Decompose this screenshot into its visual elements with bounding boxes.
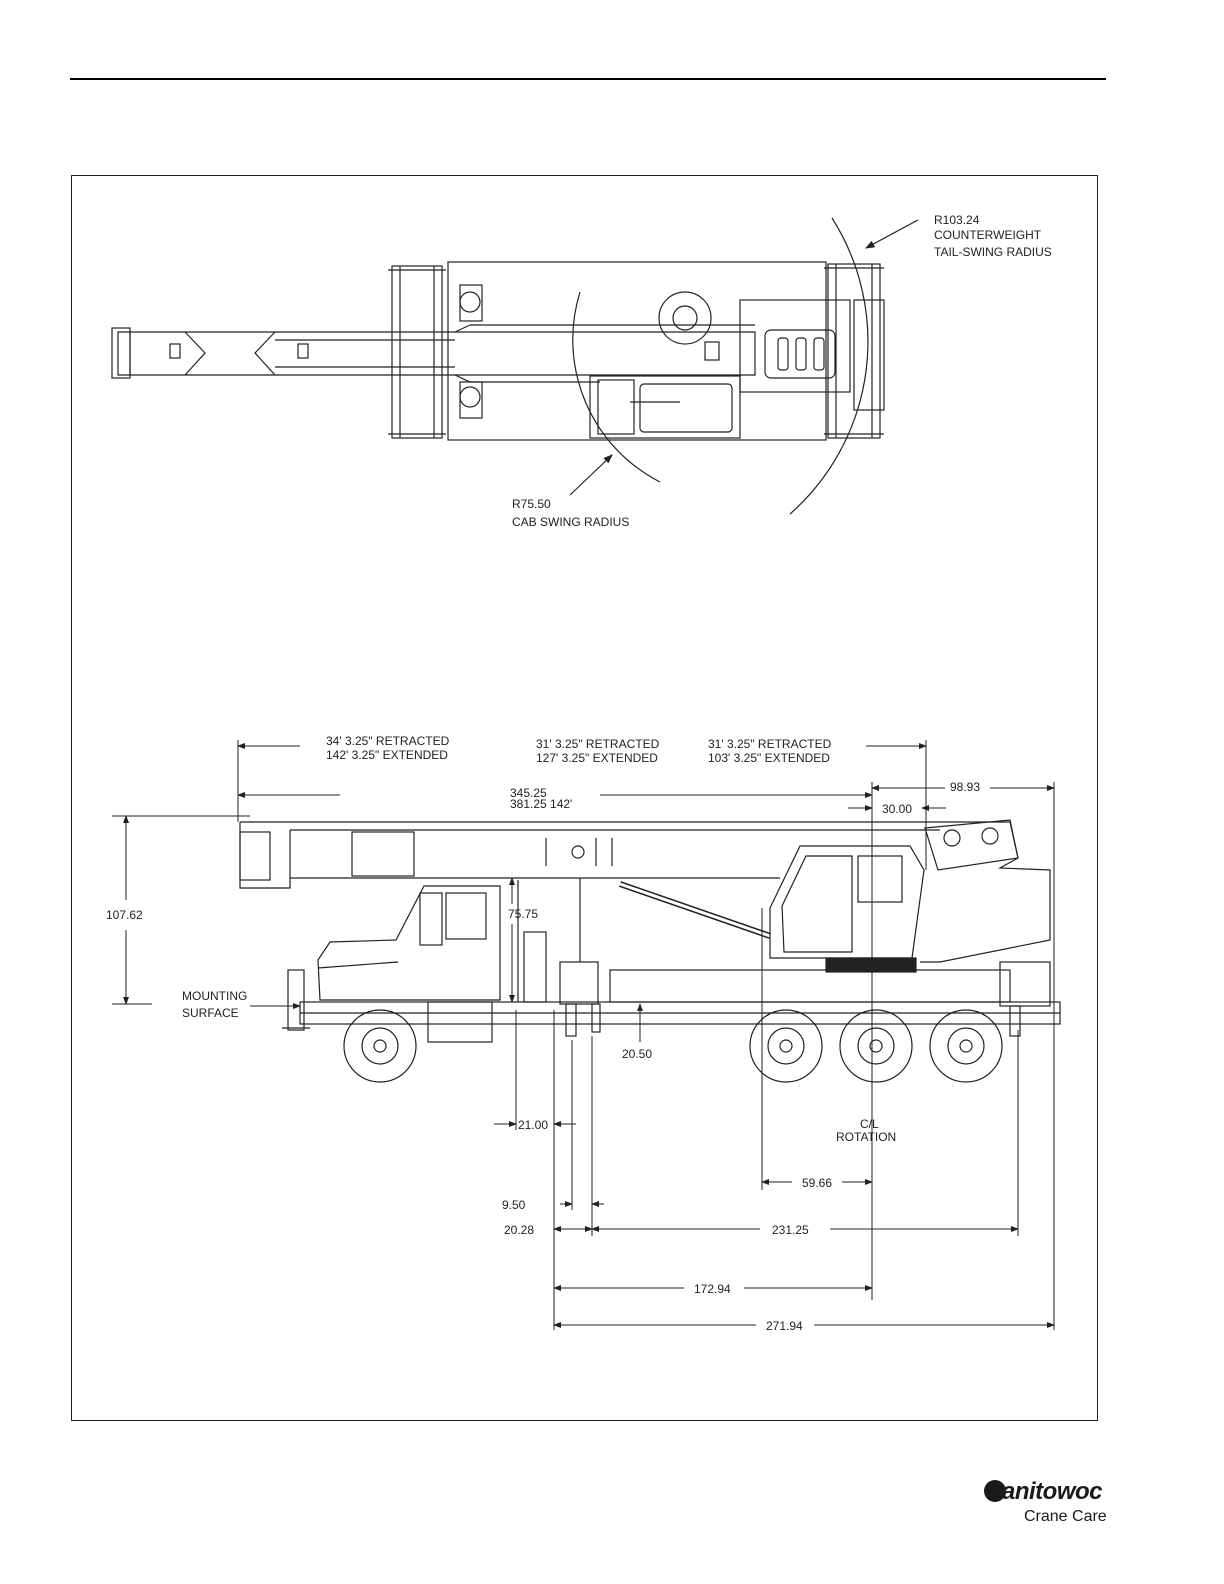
- truck-cab: [317, 885, 501, 1001]
- rotation-label-1: C/L: [860, 1117, 879, 1131]
- cab-radius: R75.50: [512, 497, 551, 511]
- counterweight-label-2: TAIL-SWING RADIUS: [934, 245, 1052, 259]
- mounting-surface-label-1: MOUNTING: [182, 989, 247, 1003]
- boom-section-2-retracted: 31' 3.25" RETRACTED: [536, 737, 660, 751]
- mounting-surface-label-2: SURFACE: [182, 1006, 239, 1020]
- boom-section-3-extended: 103' 3.25" EXTENDED: [708, 751, 830, 765]
- logo-subtitle: Crane Care: [1024, 1508, 1107, 1525]
- dim-30-00: 30.00: [882, 802, 912, 816]
- dim-172-94: 172.94: [694, 1282, 731, 1296]
- cab-swing-arc: [572, 291, 661, 483]
- top-view-labels: R103.24 COUNTERWEIGHT TAIL-SWING RADIUS …: [512, 213, 1052, 529]
- dimension-lines: [112, 740, 1055, 1330]
- dim-98-93: 98.93: [950, 780, 980, 794]
- boom-top: [117, 331, 756, 376]
- dim-59-66: 59.66: [802, 1176, 832, 1190]
- boom-section-2-extended: 127' 3.25" EXTENDED: [536, 751, 658, 765]
- boom-section-1-extended: 142' 3.25" EXTENDED: [326, 748, 448, 762]
- manitowoc-logo: anitowoc Crane Care: [984, 1478, 1114, 1538]
- header-rule: [70, 78, 1106, 80]
- front-outrigger-box: [391, 265, 443, 439]
- logo-wordmark: anitowoc: [1002, 1478, 1103, 1505]
- manitowoc-m-icon: [984, 1480, 1006, 1502]
- dim-9-50: 9.50: [502, 1198, 526, 1212]
- counterweight-radius: R103.24: [934, 213, 980, 227]
- cab-swing-label: CAB SWING RADIUS: [512, 515, 629, 529]
- dim-21-00: 21.00: [518, 1118, 548, 1132]
- dim-231-25: 231.25: [772, 1223, 809, 1237]
- dim-107-62: 107.62: [106, 908, 143, 922]
- side-view-labels: 34' 3.25" RETRACTED 142' 3.25" EXTENDED …: [106, 734, 980, 1333]
- carrier-deck: [447, 261, 827, 441]
- rear-wheel-1: [749, 1009, 823, 1083]
- rear-wheel-2: [839, 1009, 913, 1083]
- top-view: [111, 217, 919, 515]
- operator-cab-side: [769, 845, 925, 959]
- counterweight-label-1: COUNTERWEIGHT: [934, 228, 1042, 242]
- dim-75-75: 75.75: [508, 907, 538, 921]
- rotation-label-2: ROTATION: [836, 1130, 896, 1144]
- front-wheel: [343, 1009, 417, 1083]
- dim-20-28: 20.28: [504, 1223, 534, 1237]
- boom-section-3-retracted: 31' 3.25" RETRACTED: [708, 737, 832, 751]
- drawing-frame: [71, 175, 1098, 1421]
- counterweight-swing-arc: [789, 217, 869, 515]
- dim-271-94: 271.94: [766, 1319, 803, 1333]
- dim-20-50: 20.50: [622, 1047, 652, 1061]
- overall-boom-extended: 381.25 142': [510, 797, 572, 811]
- boom-section-1-retracted: 34' 3.25" RETRACTED: [326, 734, 450, 748]
- rear-wheel-3: [929, 1009, 1003, 1083]
- fuel-tank: [427, 1001, 493, 1043]
- cab-top: [589, 375, 741, 439]
- overall-boom-retracted: 345.25: [510, 786, 547, 800]
- side-view: [112, 740, 1061, 1330]
